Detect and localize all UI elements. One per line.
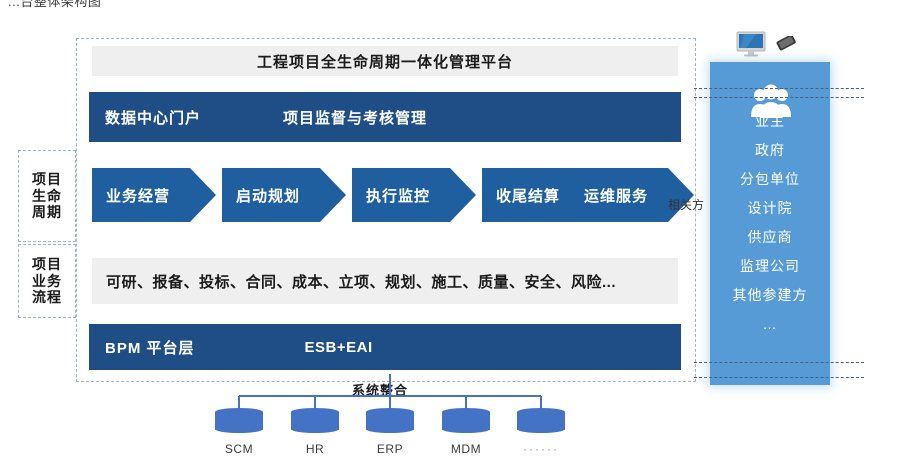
list-item[interactable]: 其他参建方 <box>732 287 808 303</box>
side-label-lifecycle: 项目生命周期 <box>18 150 76 242</box>
chevron-stage-2[interactable]: 启动规划 <box>222 168 346 222</box>
database-more[interactable]: ······ <box>517 408 565 456</box>
bpm-bar-right-label: ESB+EAI <box>304 338 373 356</box>
database-cylinder-icon <box>291 408 339 434</box>
figure-caption: ...台整体架构图 <box>8 0 102 9</box>
bpm-bar-left-label: BPM 平台层 <box>105 339 195 357</box>
related-party-label: 相关方 <box>668 198 705 212</box>
chevron-stage-3[interactable]: 执行监控 <box>352 168 476 222</box>
database-cylinder-icon <box>517 408 565 434</box>
side-label-process-text: 项目业务流程 <box>32 256 62 306</box>
chevron-stage-4[interactable]: 收尾结算 <box>482 168 606 222</box>
chevron-arrow-icon <box>190 168 216 222</box>
side-label-process: 项目业务流程 <box>18 244 76 318</box>
panel-dashed-line-bottom-1 <box>694 362 864 363</box>
panel-dashed-line-top-2 <box>694 97 864 98</box>
database-more-label: ······ <box>523 442 559 456</box>
chevron-stage-5-label: 运维服务 <box>584 187 649 205</box>
chevron-stage-1[interactable]: 业务经营 <box>92 168 216 222</box>
database-mdm-label: MDM <box>450 442 482 456</box>
database-erp-label: ERP <box>376 442 404 456</box>
bpm-platform-bar: BPM 平台层 ESB+EAI <box>89 324 681 370</box>
chevron-arrow-icon <box>320 168 346 222</box>
database-cylinder-icon <box>442 408 490 434</box>
database-mdm[interactable]: MDM <box>442 408 490 456</box>
smartphone-icon <box>776 36 796 51</box>
database-scm-label: SCM <box>224 442 254 456</box>
chevron-arrow-icon <box>668 168 694 222</box>
business-process-text: 可研、报备、投标、合同、成本、立项、规划、施工、质量、安全、风险... <box>106 273 617 291</box>
list-item[interactable]: 供应商 <box>747 229 793 245</box>
panel-dashed-line-top-1 <box>694 88 864 89</box>
panel-dashed-line-bottom-2 <box>694 377 864 378</box>
portal-bar: 数据中心门户 项目监督与考核管理 <box>89 92 681 142</box>
database-cylinder-icon <box>215 408 263 434</box>
chevron-stage-4-label: 收尾结算 <box>496 187 561 205</box>
monitor-icon <box>736 31 766 57</box>
list-item: … <box>762 316 778 332</box>
list-item[interactable]: 政府 <box>755 142 785 158</box>
chevron-stage-3-label: 执行监控 <box>366 187 431 205</box>
chevron-stage-5[interactable]: 运维服务 <box>570 168 694 222</box>
chevron-stage-2-label: 启动规划 <box>236 187 301 205</box>
business-process-bar: 可研、报备、投标、合同、成本、立项、规划、施工、质量、安全、风险... <box>92 258 678 304</box>
list-item[interactable]: 业主 <box>755 113 785 129</box>
platform-title-bar: 工程项目全生命周期一体化管理平台 <box>92 46 678 76</box>
page-title: 工程项目全生命周期一体化管理平台 <box>256 53 513 71</box>
list-item[interactable]: 监理公司 <box>740 258 800 274</box>
lifecycle-chevron-row: 业务经营 启动规划 执行监控 收尾结算 运维服务 <box>92 168 694 222</box>
database-hr[interactable]: HR <box>291 408 339 456</box>
database-cylinder-icon <box>366 408 414 434</box>
chevron-stage-1-label: 业务经营 <box>106 187 171 205</box>
system-integration-label: 系统整合 <box>352 383 409 398</box>
portal-bar-left-label: 数据中心门户 <box>105 109 202 127</box>
chevron-arrow-icon <box>450 168 476 222</box>
database-scm[interactable]: SCM <box>215 408 263 456</box>
system-database-row: SCM HR ERP MDM ······ <box>215 408 565 464</box>
database-hr-label: HR <box>305 442 325 456</box>
stakeholder-list: 业主 政府 分包单位 设计院 供应商 监理公司 其他参建方 … <box>710 62 830 385</box>
portal-bar-right-label: 项目监督与考核管理 <box>283 109 428 127</box>
list-item[interactable]: 设计院 <box>747 200 793 216</box>
database-erp[interactable]: ERP <box>366 408 414 456</box>
system-connector-lines <box>238 374 542 408</box>
list-item[interactable]: 分包单位 <box>740 171 800 187</box>
side-label-lifecycle-text: 项目生命周期 <box>32 171 62 221</box>
